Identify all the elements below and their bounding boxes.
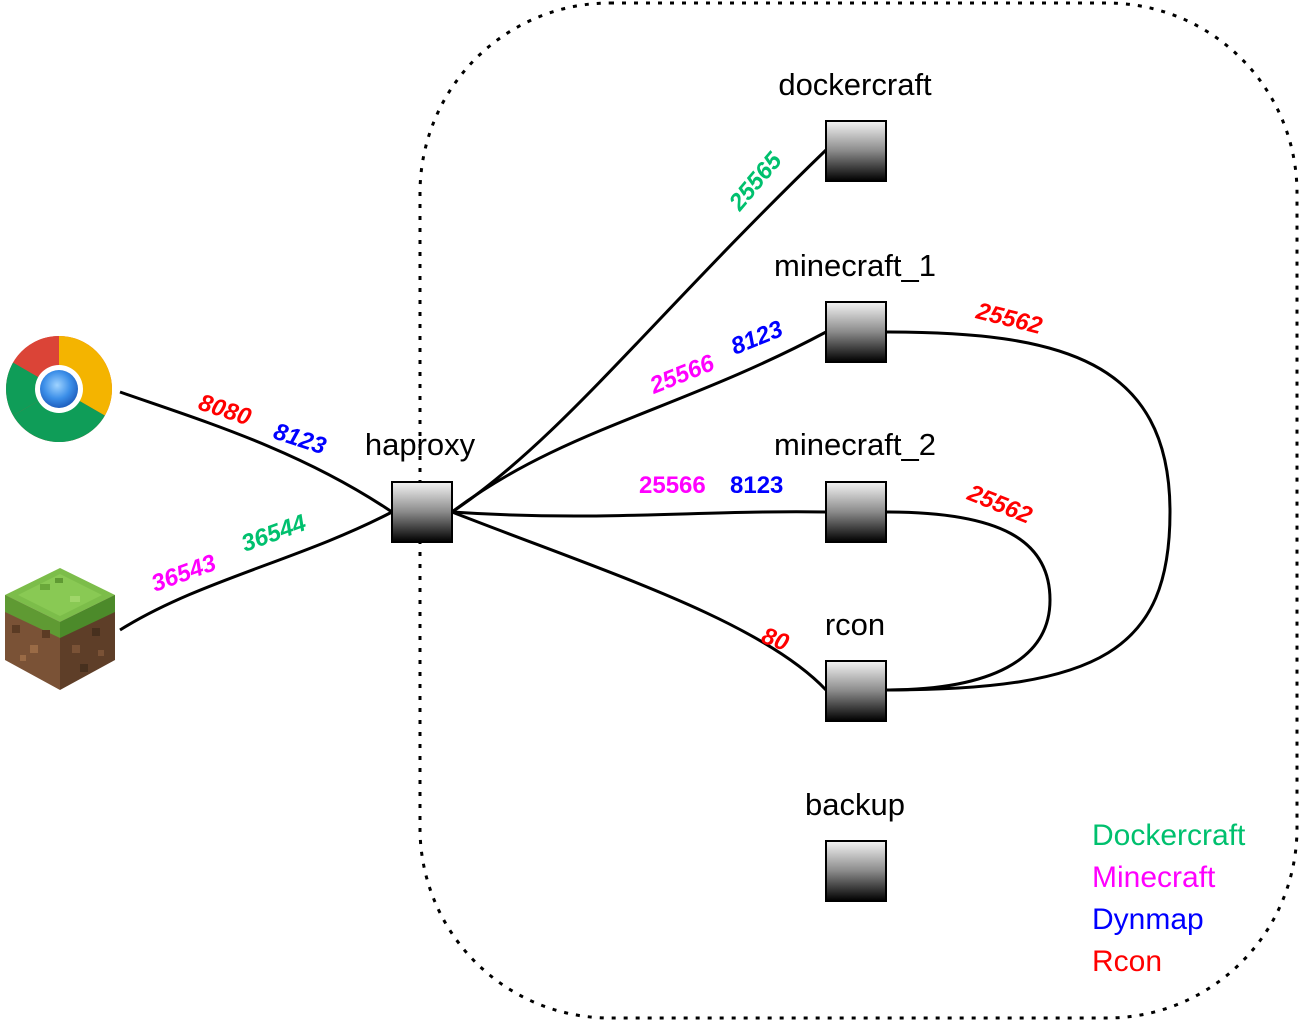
minecraft-2-label: minecraft_2 [774, 427, 936, 462]
dockercraft-label: dockercraft [778, 67, 932, 102]
port-label-chrome-rcon: 8080 [195, 389, 255, 431]
dockercraft-node[interactable] [825, 120, 887, 182]
port-label-rcon-minecraft-1: 25562 [973, 297, 1046, 340]
minecraft-1-label: minecraft_1 [774, 248, 936, 283]
rcon-label: rcon [825, 607, 885, 642]
legend-item-rcon: Rcon [1092, 945, 1162, 978]
haproxy-node[interactable] [391, 481, 453, 543]
legend-item-dockercraft: Dockercraft [1092, 819, 1246, 852]
edge-chrome-haproxy [119, 390, 393, 514]
minecraft-1-node[interactable] [825, 301, 887, 363]
legend-item-dynmap: Dynmap [1092, 903, 1204, 936]
port-label-minecraft-1-minecraft: 25566 [645, 349, 719, 400]
backup-node[interactable] [825, 840, 887, 902]
port-label-mc-dockercraft: 36544 [238, 509, 310, 557]
port-label-mc-minecraft: 36543 [148, 549, 221, 597]
port-label-dockercraft: 25565 [723, 147, 788, 217]
haproxy-label: haproxy [365, 427, 476, 462]
port-label-rcon-minecraft-2: 25562 [963, 479, 1037, 530]
minecraft-grass-block-icon[interactable] [5, 568, 115, 690]
edge-haproxy-rcon [451, 510, 828, 692]
edge-minecraft-haproxy [119, 510, 393, 632]
edge-haproxy-minecraft-1 [451, 330, 827, 514]
edge-haproxy-minecraft-2 [451, 510, 827, 518]
chrome-browser-icon[interactable] [5, 336, 113, 443]
edge-rcon-minecraft-2 [885, 510, 1052, 692]
port-label-minecraft-2-minecraft: 25566 [639, 472, 706, 499]
backup-label: backup [805, 787, 905, 822]
port-label-chrome-dynmap: 8123 [270, 418, 330, 460]
port-label-minecraft-1-dynmap: 8123 [727, 315, 787, 360]
rcon-node[interactable] [825, 660, 887, 722]
port-label-rcon-http: 80 [758, 622, 793, 657]
edge-rcon-minecraft-1 [885, 330, 1172, 692]
minecraft-2-node[interactable] [825, 481, 887, 543]
port-label-minecraft-2-dynmap: 8123 [730, 472, 783, 499]
legend-item-minecraft: Minecraft [1092, 861, 1216, 894]
legend: Dockercraft Minecraft Dynmap Rcon [1092, 819, 1246, 978]
edge-haproxy-dockercraft [451, 148, 828, 514]
